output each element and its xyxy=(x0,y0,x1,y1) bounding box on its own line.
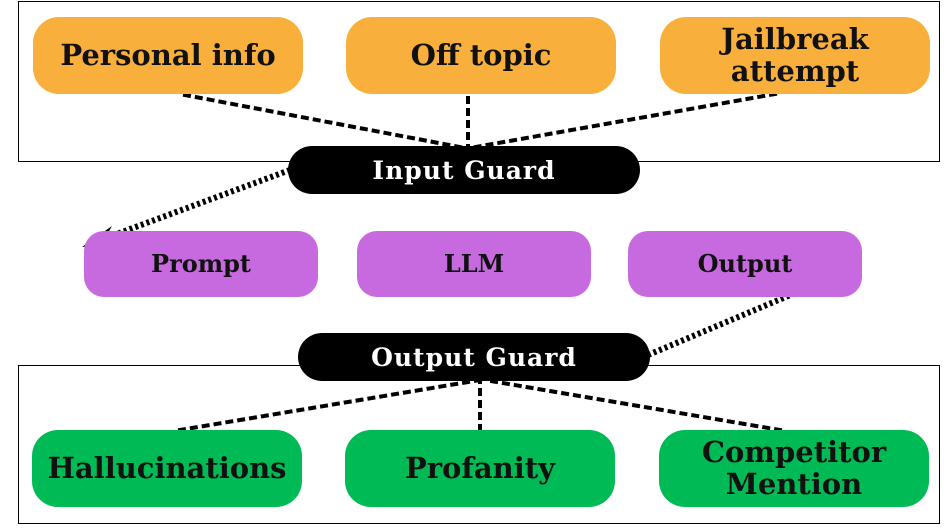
output-box: Output xyxy=(628,231,862,297)
hallucinations-connector xyxy=(177,377,483,433)
input-guard: Input Guard xyxy=(288,146,640,194)
jailbreak-connector xyxy=(467,91,778,151)
off-topic-box: Off topic xyxy=(346,17,616,94)
prompt-box: Prompt xyxy=(84,231,318,297)
competitor-connector xyxy=(482,377,783,433)
personal-info-connector xyxy=(182,92,468,151)
jailbreak-attempt-box: Jailbreak attempt xyxy=(660,17,930,94)
llm-box: LLM xyxy=(357,231,591,297)
personal-info-box: Personal info xyxy=(33,17,303,94)
hallucinations-box: Hallucinations xyxy=(32,430,302,507)
output-guard: Output Guard xyxy=(298,333,650,381)
input-guard-to-prompt-arrow xyxy=(93,167,292,245)
profanity-box: Profanity xyxy=(345,430,615,507)
competitor-mention-box: Competitor Mention xyxy=(659,430,929,507)
